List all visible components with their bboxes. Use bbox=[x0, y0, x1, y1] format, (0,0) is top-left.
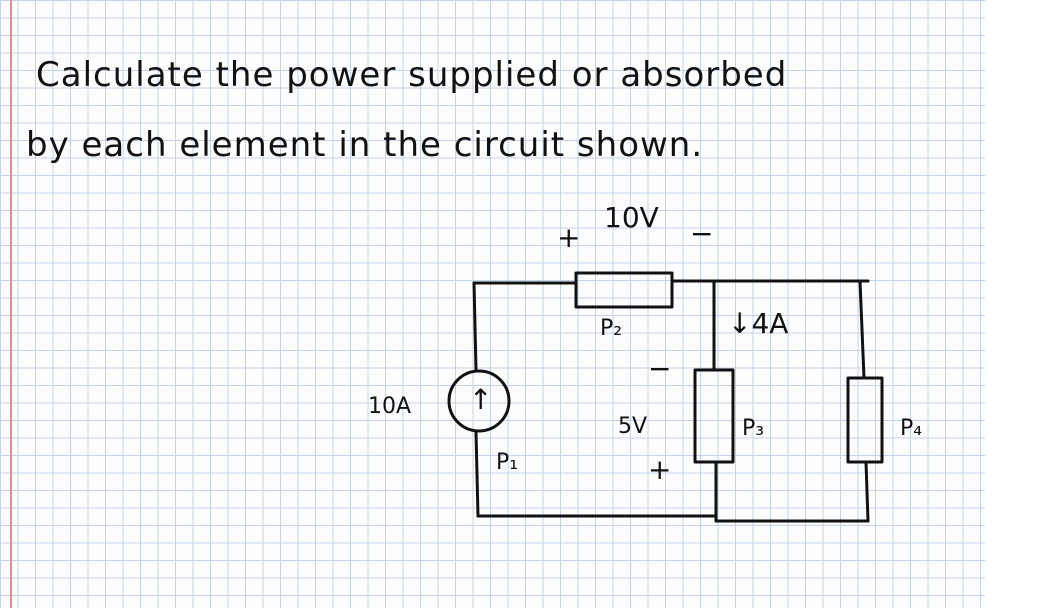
resistor-p2-voltage: 10V bbox=[604, 201, 659, 234]
resistor-p2-power-label: P₂ bbox=[600, 316, 623, 341]
middle-plus-sign: + bbox=[648, 453, 672, 486]
notebook-margin-line bbox=[10, 0, 12, 608]
branch-current-label: ↓4A bbox=[728, 307, 789, 340]
source-power-label: P₁ bbox=[496, 450, 519, 475]
wire-left-bottom bbox=[474, 430, 480, 518]
middle-voltage-label: 5V bbox=[618, 414, 648, 439]
page-edge bbox=[985, 0, 1060, 608]
middle-minus-sign: − bbox=[648, 352, 672, 385]
resistor-p2-minus-sign: − bbox=[690, 217, 714, 250]
resistor-p2-plus-sign: + bbox=[557, 221, 581, 254]
wire-left-top bbox=[472, 281, 478, 372]
source-current-label: 10A bbox=[368, 394, 412, 419]
resistor-p4 bbox=[846, 376, 884, 464]
current-source bbox=[447, 369, 511, 433]
resistor-p2 bbox=[574, 271, 674, 309]
resistor-p3-power-label: P₃ bbox=[742, 416, 765, 441]
problem-line-1: Calculate the power supplied or absorbed bbox=[36, 55, 788, 95]
resistor-p4-power-label: P₄ bbox=[900, 416, 923, 441]
problem-line-2: by each element in the circuit shown. bbox=[26, 125, 704, 165]
source-arrow-icon: ↑ bbox=[469, 383, 493, 416]
wire-right-top bbox=[858, 279, 866, 380]
resistor-p3 bbox=[693, 368, 735, 464]
wire-right-bottom bbox=[864, 460, 870, 523]
